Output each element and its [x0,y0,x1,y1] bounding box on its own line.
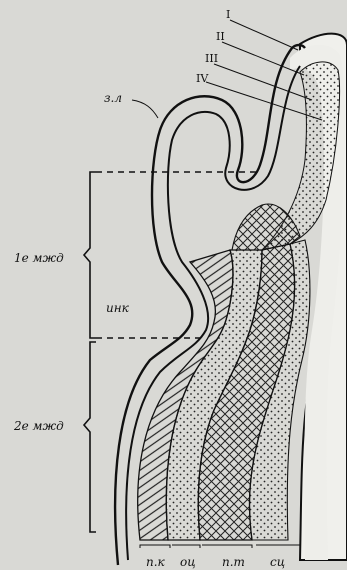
label-second-interval: 2е мжд [13,419,64,433]
label-bottom-pk: п.к [146,555,166,569]
label-first-interval: 1е мжд [14,251,64,265]
label-roman-I: I [226,8,230,21]
label-bottom-sc: сц [270,555,285,569]
label-bottom-oc: оц [180,555,196,569]
label-bottom-pt: п.т [222,555,245,569]
label-roman-IV: IV [196,72,209,85]
label-zl: з.л [104,91,122,105]
label-roman-III: III [205,52,218,65]
label-roman-II: II [216,30,225,43]
label-ink: инк [106,301,130,315]
